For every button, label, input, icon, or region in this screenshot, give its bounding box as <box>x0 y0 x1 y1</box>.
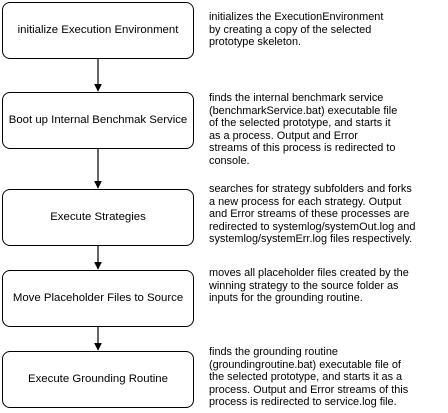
step-description-move-placeholder-files: moves all placeholder files created by t… <box>209 267 409 305</box>
step-description-initialize-environment: initializes the ExecutionEnvironment by … <box>209 11 384 49</box>
step-box-execute-grounding-routine: Execute Grounding Routine <box>2 351 194 408</box>
step-box-move-placeholder-files: Move Placeholder Files to Source <box>2 270 194 327</box>
step-box-initialize-environment: initialize Execution Environment <box>2 2 194 59</box>
step-box-execute-strategies: Execute Strategies <box>2 189 194 246</box>
step-description-boot-benchmark-service: finds the internal benchmark service (be… <box>209 92 398 167</box>
step-description-execute-grounding-routine: finds the grounding routine (groundingro… <box>209 346 409 409</box>
step-box-boot-benchmark-service: Boot up Internal Benchmak Service <box>2 92 194 149</box>
step-description-execute-strategies: searches for strategy subfolders and for… <box>209 183 416 246</box>
